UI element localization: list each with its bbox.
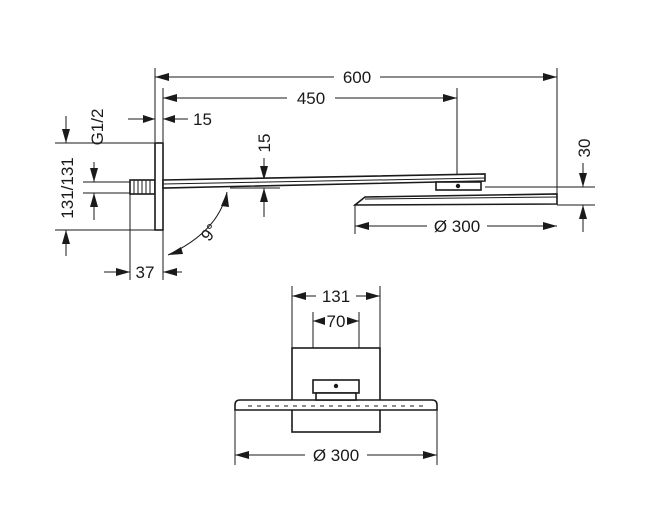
arrow-600-left: [155, 73, 169, 81]
shower-head-front: [234, 399, 438, 411]
dim-flange-width: 131: [322, 287, 350, 306]
arrow-15h-right: [163, 115, 175, 123]
side-view: 600 450 15 G1/2 131/131 15: [55, 68, 595, 282]
dim-arm-height: 15: [255, 134, 274, 153]
angle-arc: [167, 191, 228, 256]
dim-front-head-diameter: Ø 300: [313, 446, 359, 465]
dim-arm-length: 450: [297, 89, 325, 108]
arrow-g12-top: [62, 129, 70, 143]
connector-pin: [333, 383, 339, 389]
shower-head-face: [364, 196, 558, 200]
arrow-131-left: [292, 292, 306, 300]
arrow-g12-upper: [90, 168, 98, 182]
wall-flange: [154, 142, 164, 231]
arrow-30-top: [579, 173, 587, 187]
arrow-d300-right: [543, 222, 557, 230]
front-connector-base: [315, 392, 357, 401]
arrow-131-right: [366, 292, 380, 300]
arrow-g12-lower: [90, 193, 98, 207]
dim-thread-length: 37: [136, 263, 155, 282]
front-view: 131 70 Ø 300: [234, 286, 438, 465]
dim-total-length: 600: [343, 68, 371, 87]
arrow-30-bottom: [579, 205, 587, 219]
arrow-37-right: [163, 268, 177, 276]
arrow-angle-top: [221, 192, 229, 207]
dim-flange-size: 131/131: [58, 157, 77, 218]
arrow-131-bottom: [62, 230, 70, 244]
arrow-angle-bottom: [168, 247, 183, 255]
shower-arm-centerline: [162, 177, 486, 185]
arrow-front-d300-left: [235, 451, 249, 459]
arrow-450-right: [443, 94, 457, 102]
dim-head-thickness: 30: [575, 139, 594, 158]
dim-thread-size: G1/2: [88, 109, 107, 146]
arrow-600-right: [543, 73, 557, 81]
arrow-70-left: [313, 317, 325, 325]
dim-wall-thread-offset: 15: [193, 110, 212, 129]
arrow-37-left: [116, 268, 130, 276]
joint-pin: [455, 183, 461, 189]
shower-head-side: [352, 193, 558, 206]
arrow-15h-left: [143, 115, 155, 123]
arrow-450-left: [163, 94, 177, 102]
dim-connector-width: 70: [327, 312, 346, 331]
arrow-front-d300-right: [423, 451, 437, 459]
arrow-15v-bottom: [260, 188, 268, 202]
arrow-70-right: [347, 317, 359, 325]
arrow-d300-left: [355, 222, 369, 230]
dim-angle: 9°: [197, 220, 222, 245]
arrow-15v-top: [260, 166, 268, 180]
dim-head-diameter: Ø 300: [434, 217, 480, 236]
